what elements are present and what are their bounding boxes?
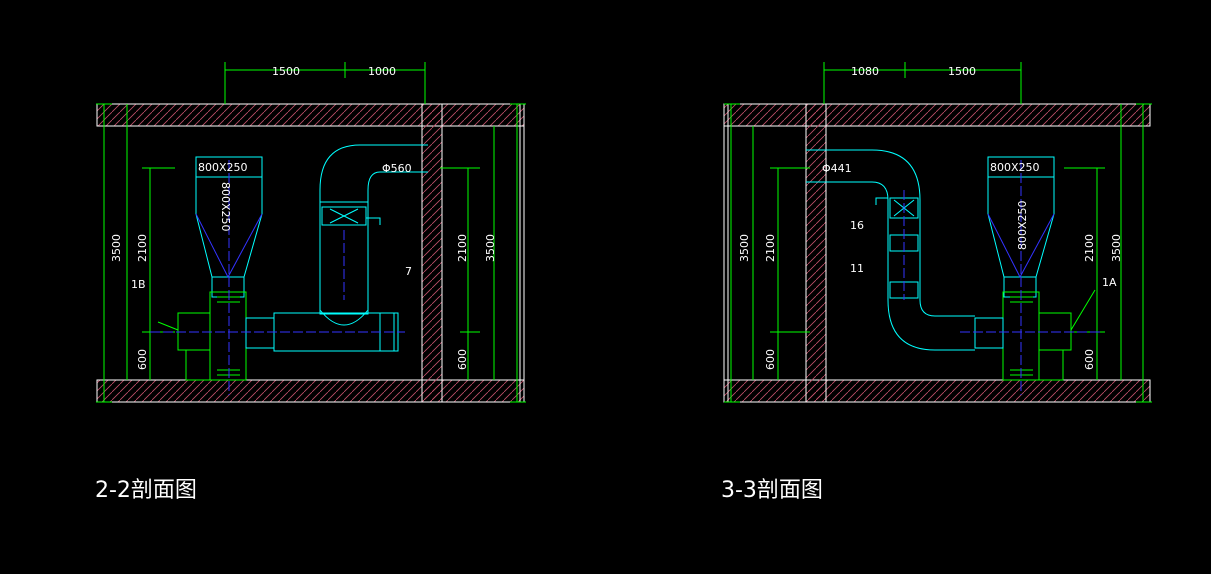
dim-top-left-3-3: 1080	[851, 65, 879, 78]
walls-3-3	[723, 103, 1151, 403]
tag-fan-2-2: 1B	[131, 278, 146, 291]
section-title-2-2: 2-2剖面图	[95, 478, 197, 503]
dim-height-right-2-2: 3500	[484, 234, 497, 262]
duct-2-2	[245, 144, 428, 352]
left-wall-edge	[723, 103, 729, 403]
section-title-3-3: 3-3剖面图	[721, 478, 823, 503]
filter-size-v-2-2: 800X250	[219, 182, 232, 232]
dim-inner-right-2-2: 2100	[456, 234, 469, 262]
center-lines-2-2	[150, 160, 405, 395]
dim-top-left-2-2: 1500	[272, 65, 300, 78]
duct-3-3	[806, 149, 1004, 351]
dimensions-3-3	[724, 62, 1152, 403]
tag-fan-3-3: 1A	[1102, 276, 1117, 289]
dim-top-right-3-3: 1500	[948, 65, 976, 78]
walls-2-2	[96, 103, 525, 403]
right-wall-edge	[519, 103, 525, 403]
tag-item-b-3-3: 11	[850, 262, 864, 275]
fan-unit-3-3	[1002, 289, 1096, 381]
duct-diameter-3-3: Φ441	[822, 162, 852, 175]
duct-diameter-2-2: Φ560	[382, 162, 412, 175]
dim-inner-right-3-3: 2100	[1083, 234, 1096, 262]
filter-size-h-3-3: 800X250	[990, 161, 1040, 174]
dim-low-right-2-2: 600	[456, 349, 469, 370]
tag-item-2-2: 7	[405, 265, 412, 278]
dim-low-right-3-3: 600	[1083, 349, 1096, 370]
dim-low-left-3-3: 600	[764, 349, 777, 370]
dim-height-right-3-3: 3500	[1110, 234, 1123, 262]
dim-top-right-2-2: 1000	[368, 65, 396, 78]
section-3-3: 1080 1500 3500 2100 600 3500 2100 600 80…	[721, 62, 1152, 503]
tag-item-a-3-3: 16	[850, 219, 864, 232]
ceiling-slab	[96, 103, 525, 127]
partition-wall	[805, 103, 827, 403]
dimensions-2-2	[96, 62, 526, 403]
dim-height-left-2-2: 3500	[110, 234, 123, 262]
dim-low-left-2-2: 600	[136, 349, 149, 370]
filter-size-v-3-3: 800X250	[1016, 200, 1029, 250]
dim-inner-left-3-3: 2100	[764, 234, 777, 262]
section-2-2: 1500 1000 3500 2100 600 3500 2100 600 80…	[95, 62, 526, 503]
fan-unit-2-2	[157, 291, 247, 381]
ceiling-slab	[723, 103, 1151, 127]
dim-inner-left-2-2: 2100	[136, 234, 149, 262]
filter-size-h-2-2: 800X250	[198, 161, 248, 174]
dim-height-left-3-3: 3500	[738, 234, 751, 262]
partition-wall	[421, 103, 443, 403]
center-lines-3-3	[903, 160, 1100, 395]
floor-slab	[723, 379, 1151, 403]
floor-slab	[96, 379, 525, 403]
